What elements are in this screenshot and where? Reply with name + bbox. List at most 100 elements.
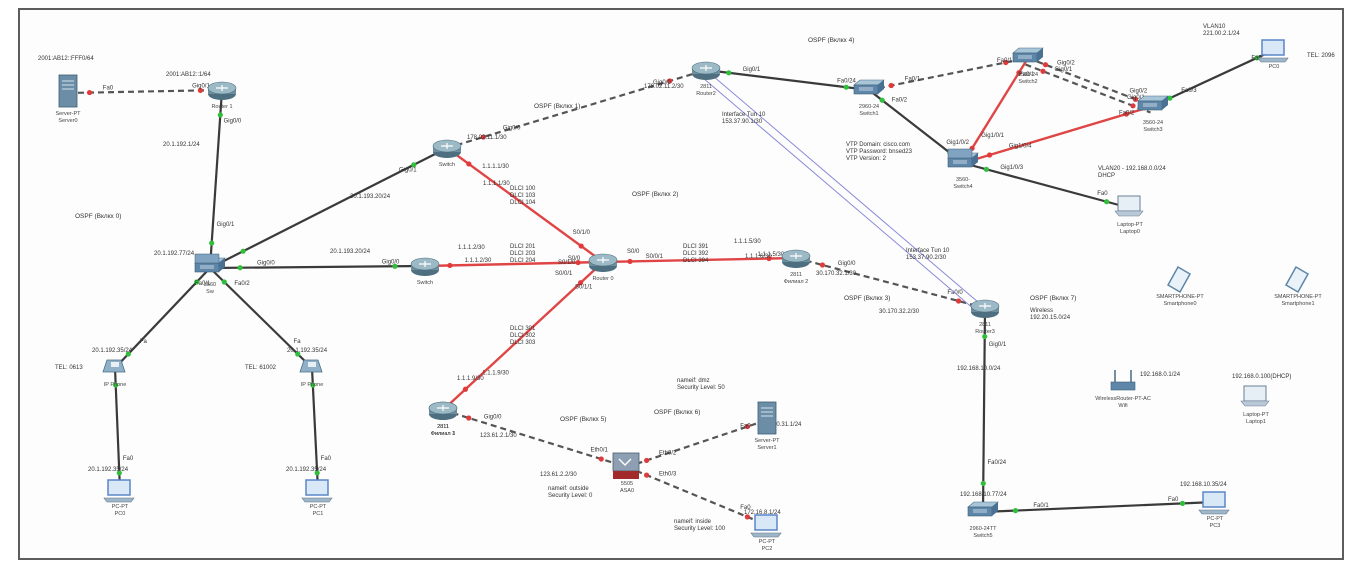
port-label: Gig0/1: [1054, 67, 1072, 73]
link-line[interactable]: [705, 68, 870, 92]
link-r_center-r_fil1[interactable]: S0/1/11.1.1.9/30: [442, 261, 604, 411]
link-sw_core-r_left[interactable]: Gig0/1: [209, 147, 448, 269]
link-line[interactable]: [795, 256, 986, 310]
link-line[interactable]: [113, 367, 122, 491]
port-label: Fa0/3: [1181, 88, 1197, 94]
link-line[interactable]: [962, 161, 1131, 210]
port-status-icon: [987, 152, 993, 158]
link-line[interactable]: [982, 500, 1216, 514]
link-line[interactable]: [626, 418, 768, 469]
link-line[interactable]: [446, 68, 707, 150]
router-r_mid[interactable]: Switch: [410, 257, 440, 286]
ospf-area-label: OSPF (Вклкх 1): [534, 103, 580, 110]
ospf-area-label: OSPF (Вклкх 2): [632, 191, 678, 198]
link-line[interactable]: [67, 88, 223, 95]
link-line[interactable]: [961, 57, 1030, 164]
link-r_top-r_right[interactable]: [700, 75, 981, 315]
device-model-label: Laptop-PT: [1117, 222, 1143, 228]
link-line[interactable]: [700, 75, 981, 315]
link-line[interactable]: [1152, 49, 1275, 107]
link-line[interactable]: [705, 69, 986, 309]
link-line[interactable]: [114, 267, 211, 369]
link-line[interactable]: [868, 56, 1029, 92]
link-r_top-r_right[interactable]: [705, 69, 986, 309]
link-line[interactable]: [209, 264, 426, 270]
port-status-icon: [1104, 199, 1110, 205]
ipphone-phone2[interactable]: IP Phone: [299, 359, 323, 388]
port-status-icon: [627, 258, 633, 265]
link-line[interactable]: [1025, 63, 1151, 114]
link-line[interactable]: [981, 307, 987, 513]
link-line[interactable]: [209, 267, 313, 369]
note-n_c_s2: S0/0/1: [555, 271, 573, 277]
l3switch-sw_mid[interactable]: 3560-Switch4: [947, 148, 979, 190]
link-phone1-pc_l1[interactable]: Fa0: [113, 367, 134, 491]
link-line[interactable]: [208, 89, 224, 269]
link-line[interactable]: [1027, 56, 1154, 108]
link-line[interactable]: [442, 408, 628, 469]
link-sw_core-phone2[interactable]: Fa0/2Fa: [209, 267, 313, 369]
router-r_center[interactable]: Router 0: [588, 253, 618, 282]
port-label: 1.1.1.1/30: [482, 164, 509, 170]
pc-pc_top[interactable]: PC0: [1257, 39, 1289, 70]
link-line[interactable]: [962, 104, 1154, 165]
link-line[interactable]: [446, 147, 604, 263]
link-line[interactable]: [602, 256, 797, 264]
link-sw_core-phone1[interactable]: Fa0/1Fa: [114, 267, 211, 369]
link-line[interactable]: [626, 465, 768, 527]
port-status-icon: [578, 280, 584, 286]
link-line[interactable]: [442, 261, 604, 411]
link-line[interactable]: [310, 367, 320, 491]
link-line[interactable]: [868, 89, 964, 164]
ipphone-phone1[interactable]: IP Phone: [102, 359, 126, 388]
router-r_left[interactable]: Switch: [432, 139, 462, 168]
link-line[interactable]: [424, 260, 604, 268]
areas-layer: OSPF (Вклкх 0)OSPF (Вклкх 1)OSPF (Вклкх …: [75, 37, 1076, 423]
link-phone2-pc_l2[interactable]: Fa0: [310, 367, 332, 491]
link-line[interactable]: [209, 147, 448, 269]
router-r_isp[interactable]: Router 1: [207, 81, 237, 110]
